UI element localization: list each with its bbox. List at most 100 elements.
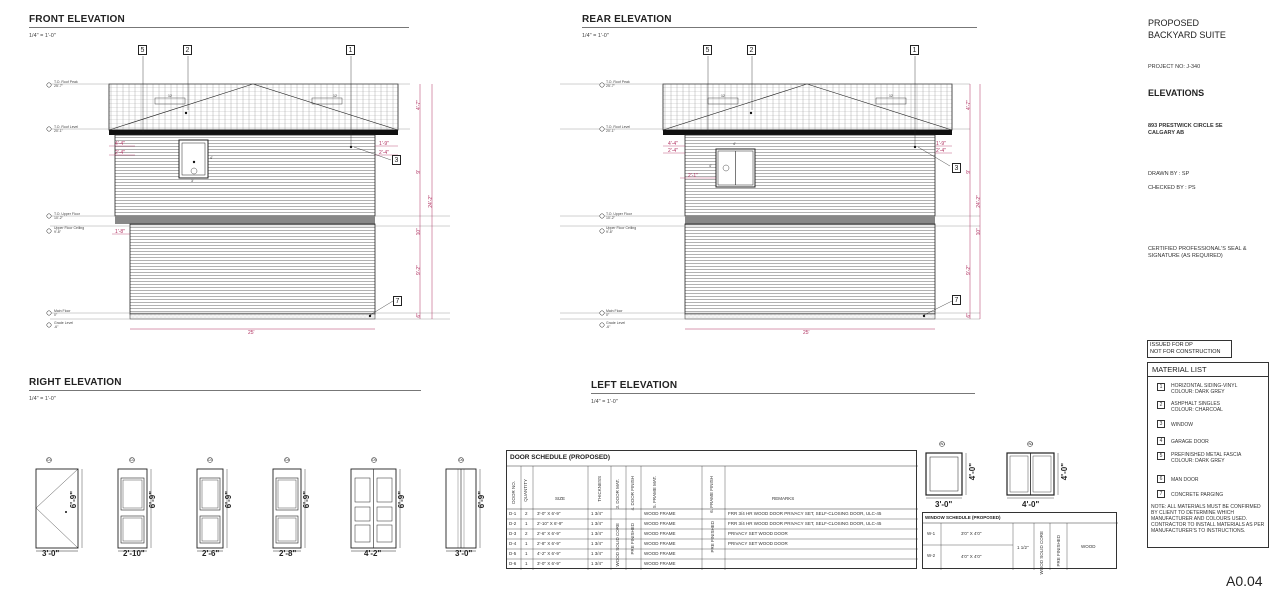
- rear-pitch-right: 12: [889, 94, 893, 98]
- ds-head-frame-finish: 6. FRAME FINISH: [709, 476, 714, 513]
- ds-cell-thickness: 1 3/4": [591, 531, 603, 536]
- rear-elevation-scale: 1/4" = 1'-0": [582, 33, 609, 39]
- right-elevation-title: RIGHT ELEVATION: [29, 377, 122, 388]
- door-d1-width: 3'-0": [42, 549, 60, 558]
- ds-cell-size: 4'-2" X 6'-9": [537, 551, 561, 556]
- material-number: 1: [1157, 383, 1165, 391]
- seal-line1: CERTIFIED PROFESSIONAL'S SEAL &: [1148, 246, 1247, 252]
- rear-dim-main-height: 9'-2": [966, 265, 972, 275]
- ds-head-door-no: DOOR NO.: [511, 481, 516, 504]
- front-level-grade: Grade Level-6": [54, 321, 74, 329]
- rear-dim-window-height: 4': [709, 164, 712, 168]
- material-number: 7: [1157, 490, 1165, 498]
- table-row: D-6 1 3'-0" X 6'-9" 1 3/4" WOOD FRAME: [507, 559, 918, 569]
- ds-cell-no: D-2: [509, 521, 517, 526]
- ws-row-2-no: W-2: [927, 553, 936, 558]
- door-d5-mark: D5: [372, 458, 377, 462]
- material-number: 5: [1157, 452, 1165, 460]
- ds-cell-no: D-5: [509, 551, 517, 556]
- material-number: 4: [1157, 437, 1165, 445]
- project-name-line1: PROPOSED: [1148, 18, 1200, 28]
- front-dim-right-b: 2'-4": [379, 150, 389, 156]
- sheet-title: ELEVATIONS: [1148, 88, 1205, 98]
- rear-elevation-drawing: [560, 56, 981, 330]
- rear-pitch-left: 12: [721, 94, 725, 98]
- rear-dim-total-height: 24'-2": [976, 195, 982, 208]
- ds-cell-no: D-1: [509, 511, 517, 516]
- ds-head-door-finish: 4. DOOR FINISH: [630, 476, 635, 511]
- front-pitch-left: 12: [168, 94, 172, 98]
- rear-dim-grade-height: 6": [966, 313, 972, 318]
- ds-head-size: SIZE: [555, 496, 566, 501]
- door-d1-height: 6'-9": [69, 491, 78, 509]
- ds-cell-size: 3'-0" X 6'-9": [537, 511, 561, 516]
- front-dim-left-c: 1'-8": [115, 229, 125, 235]
- window-w2-height: 4'-0": [1060, 463, 1069, 481]
- right-title-underline: [29, 390, 421, 391]
- front-dim-left-a: 4'-4": [115, 141, 125, 147]
- front-dim-width: 25': [248, 330, 255, 336]
- window-w1-width: 3'-0": [935, 500, 953, 509]
- door-d5-height: 6'-9": [397, 491, 406, 509]
- left-title-underline: [591, 393, 975, 394]
- front-elevation-scale: 1/4" = 1'-0": [29, 33, 56, 39]
- window-schedule-table: WINDOW SCHEDULE (PROPOSED) W-1 3'0" X 4'…: [922, 512, 1118, 575]
- table-row: D-1 2 3'-0" X 6'-9" 1 3/4" WOOD FRAME FR…: [507, 509, 918, 519]
- rear-elevation-title: REAR ELEVATION: [582, 14, 672, 25]
- door-schedule-title: DOOR SCHEDULE (PROPOSED): [510, 454, 611, 461]
- material-text: CONCRETE PARGING: [1171, 492, 1224, 498]
- ds-cell-remarks: FRR 3/4 HR WOOD DOOR PRIVACY SET, SELF-C…: [728, 511, 882, 516]
- issue-status-box: ISSUED FOR DP NOT FOR CONSTRUCTION: [1147, 340, 1232, 358]
- window-schedule-title: WINDOW SCHEDULE (PROPOSED): [925, 515, 1001, 520]
- ds-cell-frame: WOOD FRAME: [644, 531, 676, 536]
- table-row: D-2 1 2'-10" X 6'-9" 1 3/4" WOOD FRAME F…: [507, 519, 918, 529]
- door-d4-width: 2'-8": [279, 549, 297, 558]
- address-line2: CALGARY AB: [1148, 130, 1185, 136]
- ds-cell-frame: WOOD FRAME: [644, 551, 676, 556]
- window-w2-mark: W2: [1028, 442, 1034, 446]
- left-elevation-scale: 1/4" = 1'-0": [591, 399, 618, 405]
- checked-by: CHECKED BY : PS: [1148, 185, 1196, 191]
- door-d6-width: 3'-0": [455, 549, 473, 558]
- rear-tag-5: 5: [703, 45, 712, 55]
- material-text: MAN DOOR: [1171, 477, 1199, 483]
- rear-dim-width: 25': [803, 330, 810, 336]
- ds-head-remarks: REMARKS: [772, 496, 795, 501]
- rear-tag-2: 2: [747, 45, 756, 55]
- door-d3-width: 2'-6": [202, 549, 220, 558]
- rear-dim-left-a: 4'-4": [668, 141, 678, 147]
- door-d3-height: 6'-9": [224, 491, 233, 509]
- door-d2-height: 6'-9": [148, 491, 157, 509]
- door-d3-mark: D3: [208, 458, 213, 462]
- table-row: D-5 1 4'-2" X 6'-9" 1 3/4" WOOD FRAME: [507, 549, 918, 559]
- door-d4-height: 6'-9": [302, 491, 311, 509]
- ds-cell-no: D-6: [509, 561, 517, 566]
- rear-tag-1: 1: [910, 45, 919, 55]
- address-line1: 893 PRESTWICK CIRCLE SE: [1148, 123, 1223, 129]
- front-elevation-drawing: [46, 56, 450, 330]
- ws-frame: WOOD: [1081, 544, 1096, 549]
- ds-cell-thickness: 1 3/4": [591, 511, 603, 516]
- front-tag-1: 1: [346, 45, 355, 55]
- ds-cell-frame: WOOD FRAME: [644, 561, 676, 566]
- ds-cell-qty: 2: [525, 511, 528, 516]
- rear-tag-3: 3: [952, 163, 961, 173]
- table-row: D-4 1 2'-8" X 6'-9" 1 3/4" WOOD FRAME PR…: [507, 539, 918, 549]
- door-d6-mark: D6: [459, 458, 464, 462]
- front-dim-total-height: 24'-2": [428, 195, 434, 208]
- material-number: 2: [1157, 401, 1165, 409]
- seal-line2: SIGNATURE (AS REQUIRED): [1148, 253, 1223, 259]
- issued-line1: ISSUED FOR DP: [1150, 342, 1193, 348]
- door-d2-mark: D2: [130, 458, 135, 462]
- ds-cell-thickness: 1 3/4": [591, 561, 603, 566]
- rear-dim-roof-height: 4'-7": [966, 100, 972, 110]
